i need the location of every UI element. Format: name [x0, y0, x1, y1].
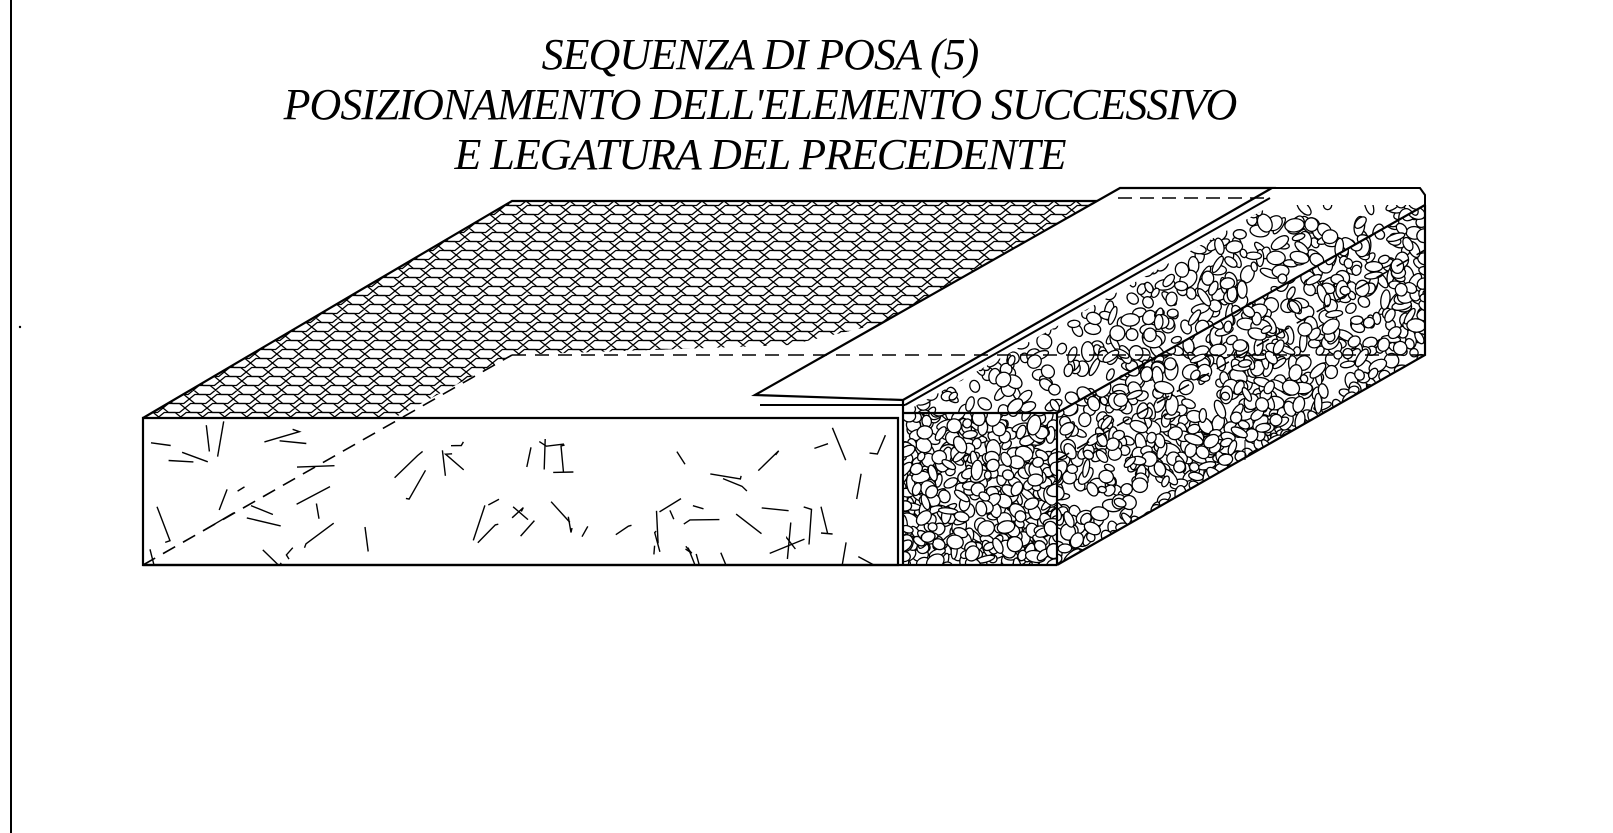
diagram-title: SEQUENZA DI POSA (5) POSIZIONAMENTO DELL…: [0, 30, 1520, 180]
dot-marker: [18, 325, 22, 329]
next-element-sheet: [751, 186, 1426, 413]
title-line-2: POSIZIONAMENTO DELL'ELEMENTO SUCCESSIVO: [283, 80, 1238, 129]
title-line-3: E LEGATURA DEL PRECEDENTE: [454, 130, 1067, 179]
concrete-front-face: [141, 416, 900, 567]
title-line-1: SEQUENZA DI POSA (5): [541, 30, 980, 79]
page-border-line: [10, 0, 12, 833]
hidden-edges: [142, 249, 1426, 566]
